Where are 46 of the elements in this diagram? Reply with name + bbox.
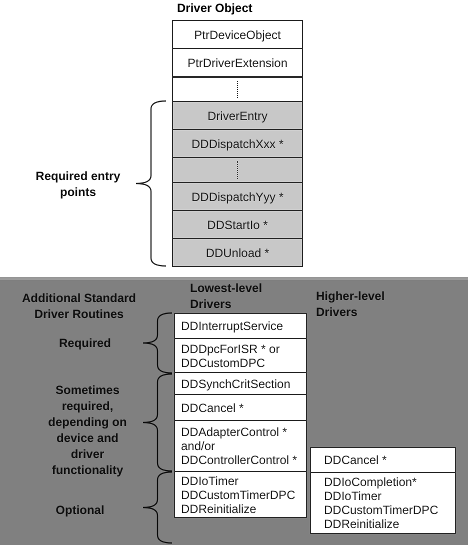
routine-name: DDCustomTimerDPC: [181, 488, 296, 502]
routine-cell: [174, 471, 307, 518]
routine-cell: [174, 394, 307, 421]
routine-name: DDReinitialize: [181, 502, 258, 516]
routine-name: DDSynchCritSection: [181, 376, 292, 390]
routine-cell: [174, 420, 307, 472]
routine-name: DDReinitialize: [324, 517, 400, 531]
routine-name: DDUnload *: [206, 246, 270, 260]
routine-cell: [172, 182, 303, 211]
brace-label: Optional: [54, 502, 106, 518]
routine-cell: [172, 129, 303, 158]
routine-cell: [172, 48, 303, 77]
routine-name: DDInterruptService: [181, 319, 284, 333]
routine-cell: [172, 210, 303, 239]
routine-name: DDCustomTimerDPC: [324, 503, 440, 517]
brace-label: Required: [58, 335, 112, 351]
routine-name: DDCancel *: [181, 400, 245, 414]
routine-name: DDDispatchXxx *: [191, 136, 284, 150]
routine-name: DDIoTimer: [181, 474, 240, 488]
routine-cell: [172, 157, 303, 183]
routine-cell: [174, 313, 307, 339]
routine-cell: [174, 338, 307, 373]
panel-background: [0, 277, 468, 545]
column-heading: Higher-level Drivers: [316, 288, 386, 320]
routine-name: DDIoCompletion*: [324, 475, 418, 489]
routine-name: DDStartIo *: [207, 218, 268, 232]
routine-cell: [172, 77, 303, 102]
brace-label: Required entry points: [34, 168, 122, 200]
routine-name: DriverEntry: [207, 108, 268, 122]
routine-cell: [172, 101, 303, 130]
routine-cell: [172, 20, 303, 49]
routine-name: DDAdapterControl * and/or DDControllerControl *: [181, 425, 298, 467]
routine-name: DDDpcForISR * or DDCustomDPC: [181, 342, 281, 370]
routine-cell: [310, 472, 456, 534]
section-heading: Additional Standard Driver Routines: [21, 290, 137, 322]
routine-name: PtrDeviceObject: [194, 28, 281, 42]
routine-name: DDCancel *: [324, 453, 388, 467]
table-title: Driver Object: [177, 1, 252, 15]
routine-cell: [172, 238, 303, 267]
routine-name: DDIoTimer: [324, 489, 383, 503]
brace-label: Sometimes required, depending on device and driver functionality: [47, 382, 128, 478]
routine-name: DDDispatchYyy *: [191, 190, 284, 204]
routine-cell: [310, 447, 456, 473]
routine-name: PtrDriverExtension: [187, 56, 288, 70]
routine-cell: [174, 372, 307, 395]
column-heading: Lowest-level Drivers: [190, 280, 264, 312]
